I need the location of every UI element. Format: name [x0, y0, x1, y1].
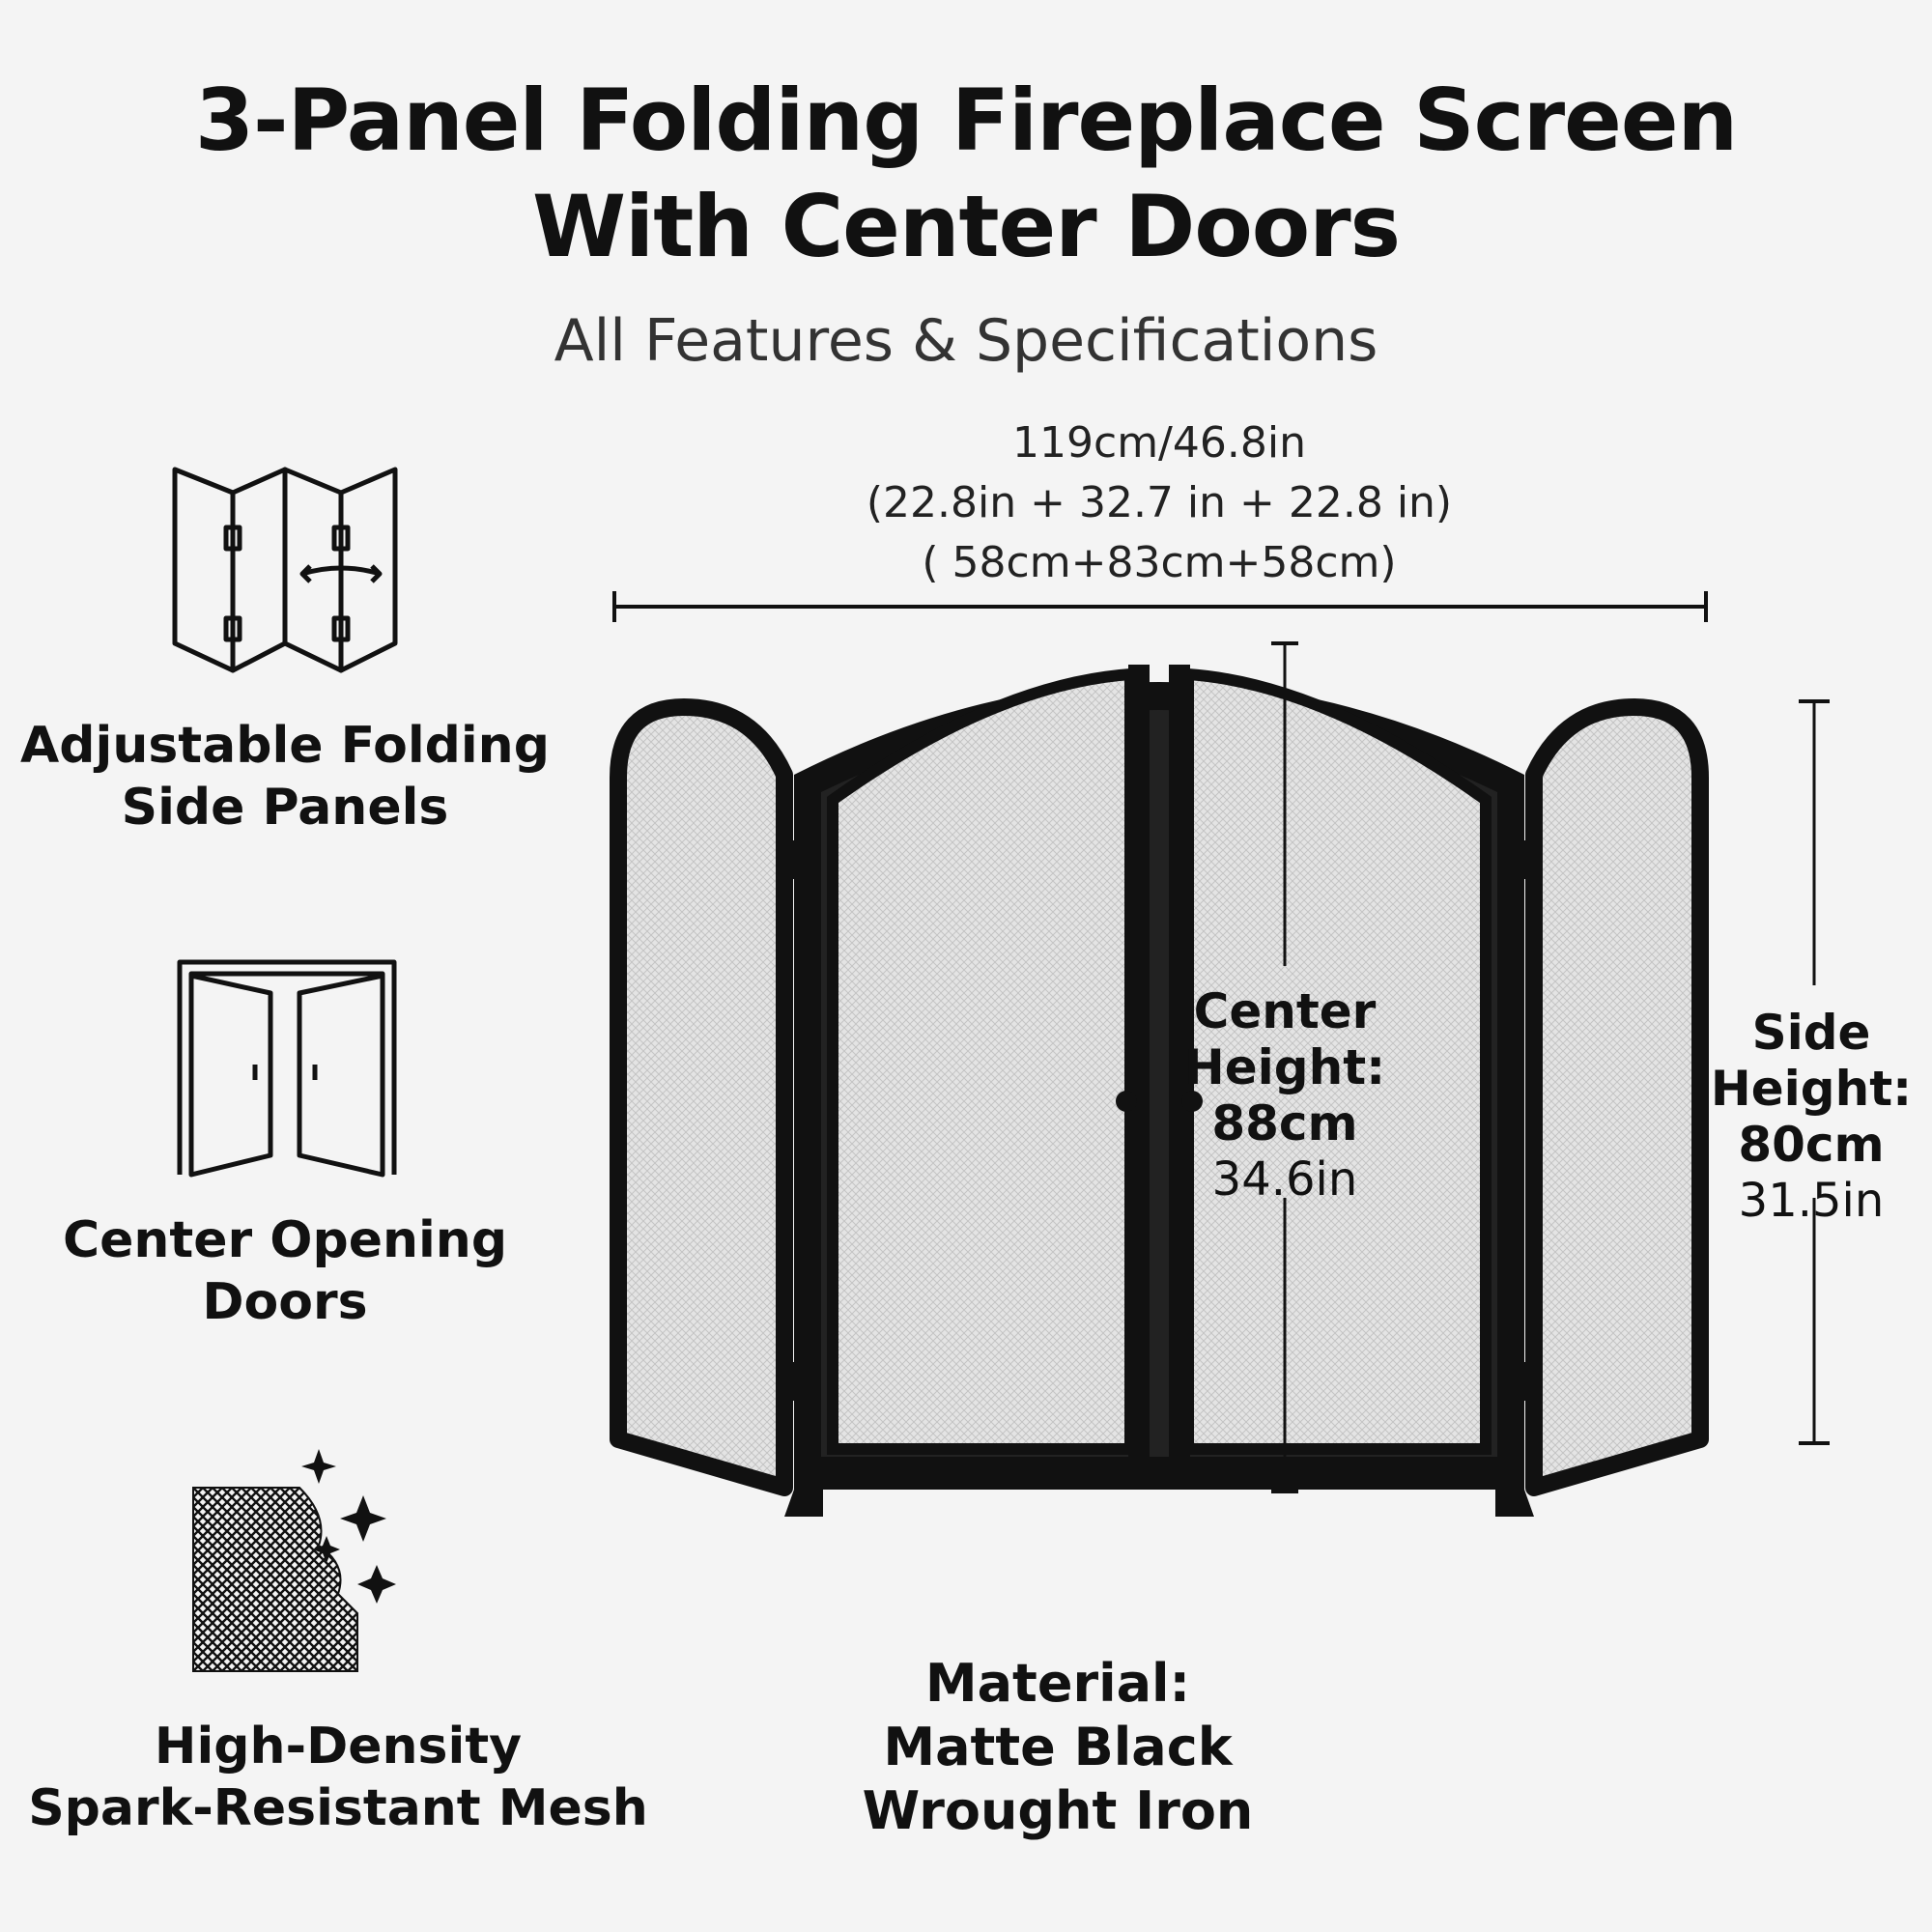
feature-2-line-2: Doors — [202, 1273, 368, 1331]
material-label: Material: — [924, 1653, 1191, 1714]
fireplace-screen-illustration — [610, 665, 1709, 1517]
feature-folding-panels: Adjustable Folding Side Panels — [19, 715, 551, 838]
width-dimension-line — [612, 591, 1708, 622]
page-title-line-2: With Center Doors — [531, 177, 1401, 276]
folding-panels-icon — [172, 467, 398, 673]
feature-center-doors: Center Opening Doors — [19, 1209, 551, 1333]
feature-3-line-2: Spark-Resistant Mesh — [28, 1779, 648, 1837]
feature-3-line-1: High-Density — [154, 1718, 523, 1776]
left-center-door — [827, 668, 1136, 1455]
right-foot — [1495, 1490, 1534, 1517]
feature-2-line-1: Center Opening — [62, 1211, 508, 1269]
right-side-panel — [1525, 698, 1709, 1496]
center-height-imperial: 34.6in — [1211, 1152, 1358, 1207]
side-height-metric: 80cm — [1738, 1117, 1885, 1173]
side-height-label: Side Height: 80cm 31.5in — [1710, 1005, 1913, 1229]
left-door-knob — [1116, 1091, 1137, 1112]
panel-widths-cm: ( 58cm+83cm+58cm) — [922, 538, 1397, 587]
page-title-line-1: 3-Panel Folding Fireplace Screen — [194, 71, 1738, 170]
material-description: Material: Matte Black Wrought Iron — [734, 1652, 1381, 1843]
side-height-imperial: 31.5in — [1738, 1174, 1885, 1228]
material-finish: Matte Black — [883, 1717, 1233, 1777]
center-height-dimension-line — [1271, 641, 1298, 1493]
left-side-panel — [610, 698, 793, 1496]
total-width-label: 119cm/46.8in — [1012, 418, 1306, 468]
center-height-word-2: Height: — [1183, 1039, 1386, 1095]
mesh-sparkle-icon — [192, 1449, 396, 1672]
center-height-word: Center — [1193, 983, 1377, 1039]
panel-widths-inches: (22.8in + 32.7 in + 22.8 in) — [866, 478, 1453, 527]
side-height-word: Side — [1751, 1005, 1871, 1061]
page-subtitle: All Features & Specifications — [554, 307, 1378, 375]
right-door-knob — [1181, 1091, 1203, 1112]
center-height-metric: 88cm — [1211, 1095, 1358, 1151]
feature-1-line-2: Side Panels — [121, 779, 449, 837]
center-height-label: Center Height: 88cm 34.6in — [1179, 983, 1391, 1208]
side-height-dimension-line — [1799, 699, 1830, 1445]
feature-spark-mesh: High-Density Spark-Resistant Mesh — [19, 1716, 657, 1839]
feature-1-line-1: Adjustable Folding — [20, 717, 550, 775]
side-height-word-2: Height: — [1710, 1061, 1913, 1117]
double-door-icon — [177, 959, 397, 1178]
material-type: Wrought Iron — [862, 1780, 1254, 1841]
width-dimensions: 119cm/46.8in (22.8in + 32.7 in + 22.8 in… — [763, 413, 1555, 593]
left-foot — [784, 1490, 823, 1517]
